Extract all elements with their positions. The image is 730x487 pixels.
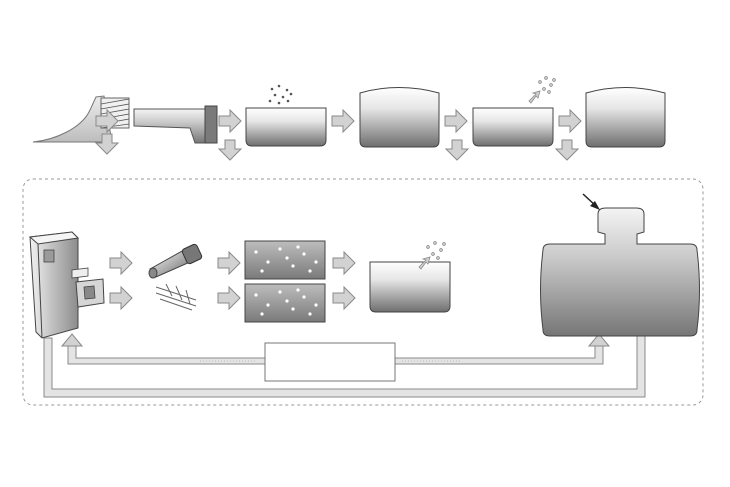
flow-arrow-right-3 — [331, 109, 355, 133]
mixing-tank-1 — [245, 84, 327, 147]
storage-tank-icon — [540, 193, 700, 337]
blades-icon — [155, 283, 197, 311]
flow-arrow-right-10 — [332, 251, 356, 275]
bubbles-icon — [426, 241, 446, 260]
top-row — [32, 76, 666, 161]
flow-arrow-right-6 — [109, 251, 133, 275]
process-enclosure — [22, 178, 704, 406]
aeration-tank-2 — [369, 241, 451, 313]
flow-arrow-right-9 — [217, 286, 241, 310]
settling-tank-2 — [585, 87, 666, 148]
settling-tank-1 — [359, 87, 440, 148]
return-arrow-up-left — [60, 333, 84, 347]
flow-arrow-right-7 — [109, 286, 133, 310]
flow-arrow-down-2 — [218, 139, 242, 161]
filter-unit-icon — [28, 231, 105, 339]
bubbles-icon — [538, 76, 556, 94]
flow-arrow-right-2 — [218, 109, 242, 133]
quarry-hill-icon — [32, 95, 113, 143]
flow-arrow-right-4 — [444, 109, 468, 133]
chute-icon — [133, 105, 218, 144]
center-panel — [264, 342, 396, 382]
flow-arrow-right-5 — [558, 109, 582, 133]
flow-arrow-right-11 — [332, 286, 356, 310]
return-arrow-up-right — [587, 333, 611, 347]
flow-arrow-down-3 — [445, 139, 469, 161]
flow-arrow-right-8 — [217, 251, 241, 275]
flow-arrow-down-4 — [555, 139, 579, 161]
aeration-tank-1 — [472, 76, 556, 147]
filter-panel-1 — [244, 240, 326, 280]
bottom-row — [28, 193, 700, 339]
particles-icon — [268, 84, 293, 105]
cone-icon — [148, 243, 203, 279]
filter-panel-2 — [244, 283, 326, 323]
